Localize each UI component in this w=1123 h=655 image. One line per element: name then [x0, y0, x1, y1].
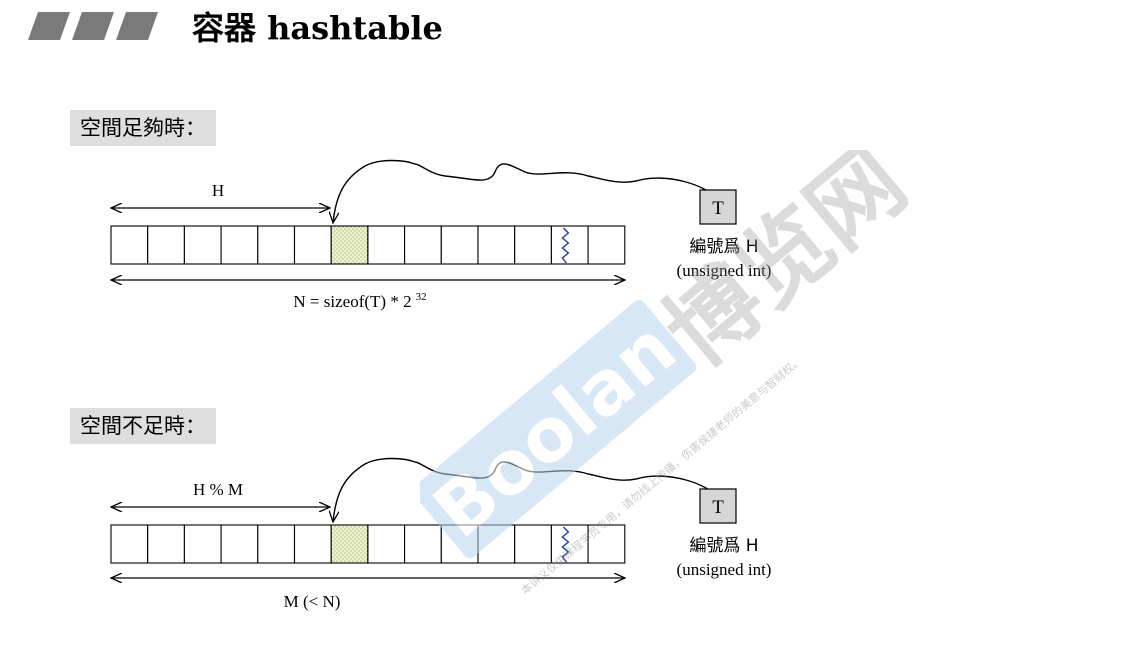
bucket-slot [220, 524, 259, 564]
bucket-slot [440, 225, 479, 265]
t-box [699, 189, 737, 225]
bucket-slot [514, 524, 552, 564]
t-label: T [712, 497, 724, 518]
highlighted-slot [330, 225, 369, 265]
bucket-slot [550, 524, 589, 564]
bucket-slot [183, 225, 222, 265]
t-box [699, 488, 737, 524]
t-label: T [712, 198, 724, 219]
bucket-slot [550, 225, 589, 265]
id-label: 編號爲 H [689, 237, 758, 257]
bucket-slot [293, 524, 332, 564]
h-label: H [212, 181, 224, 200]
bucket-slot [183, 524, 222, 564]
n-exponent: 32 [416, 291, 427, 303]
bucket-slot [367, 524, 406, 564]
bucket-slot [110, 225, 149, 265]
bucket-slot [514, 225, 552, 265]
bucket-slot [367, 225, 406, 265]
section-label-insufficient: 空間不足時： [70, 408, 216, 444]
bucket-slot [477, 524, 516, 564]
diagram-section-2: H % M M (< N) T 編號爲 H (unsigned int) [110, 457, 772, 611]
bucket-slot [477, 225, 516, 265]
bucket-slot [110, 524, 149, 564]
bucket-slot [587, 524, 626, 564]
bucket-slot [404, 225, 442, 265]
bucket-slot [257, 225, 296, 265]
bucket-slot [147, 524, 185, 564]
bucket-slot [257, 524, 296, 564]
bucket-slot [147, 225, 185, 265]
bucket-slot [293, 225, 332, 265]
n-label: N = sizeof(T) * 2 [293, 292, 411, 311]
highlighted-slot [330, 524, 369, 564]
id-type: (unsigned int) [677, 560, 772, 579]
curved-arrow [333, 159, 724, 224]
bucket-slot [440, 524, 479, 564]
bucket-slot [220, 225, 259, 265]
diagram-section-1: H N = sizeof(T) * 2 32 T 編號爲 H (unsigned … [110, 159, 772, 311]
section-label-enough: 空間足夠時： [70, 110, 216, 146]
id-type: (unsigned int) [677, 261, 772, 280]
n-formula-label: N = sizeof(T) * 2 32 [293, 291, 426, 311]
m-label: M (< N) [284, 592, 341, 611]
bucket-slot [587, 225, 626, 265]
id-label: 編號爲 H [689, 536, 758, 556]
slot-row [110, 524, 626, 564]
page-title: 容器 hashtable [192, 9, 443, 47]
header-bars-icon [28, 12, 158, 40]
bucket-slot [404, 524, 442, 564]
break-mark [561, 227, 570, 264]
h-mod-label: H % M [193, 480, 243, 499]
curved-arrow [333, 457, 724, 523]
slot-row [110, 225, 626, 265]
